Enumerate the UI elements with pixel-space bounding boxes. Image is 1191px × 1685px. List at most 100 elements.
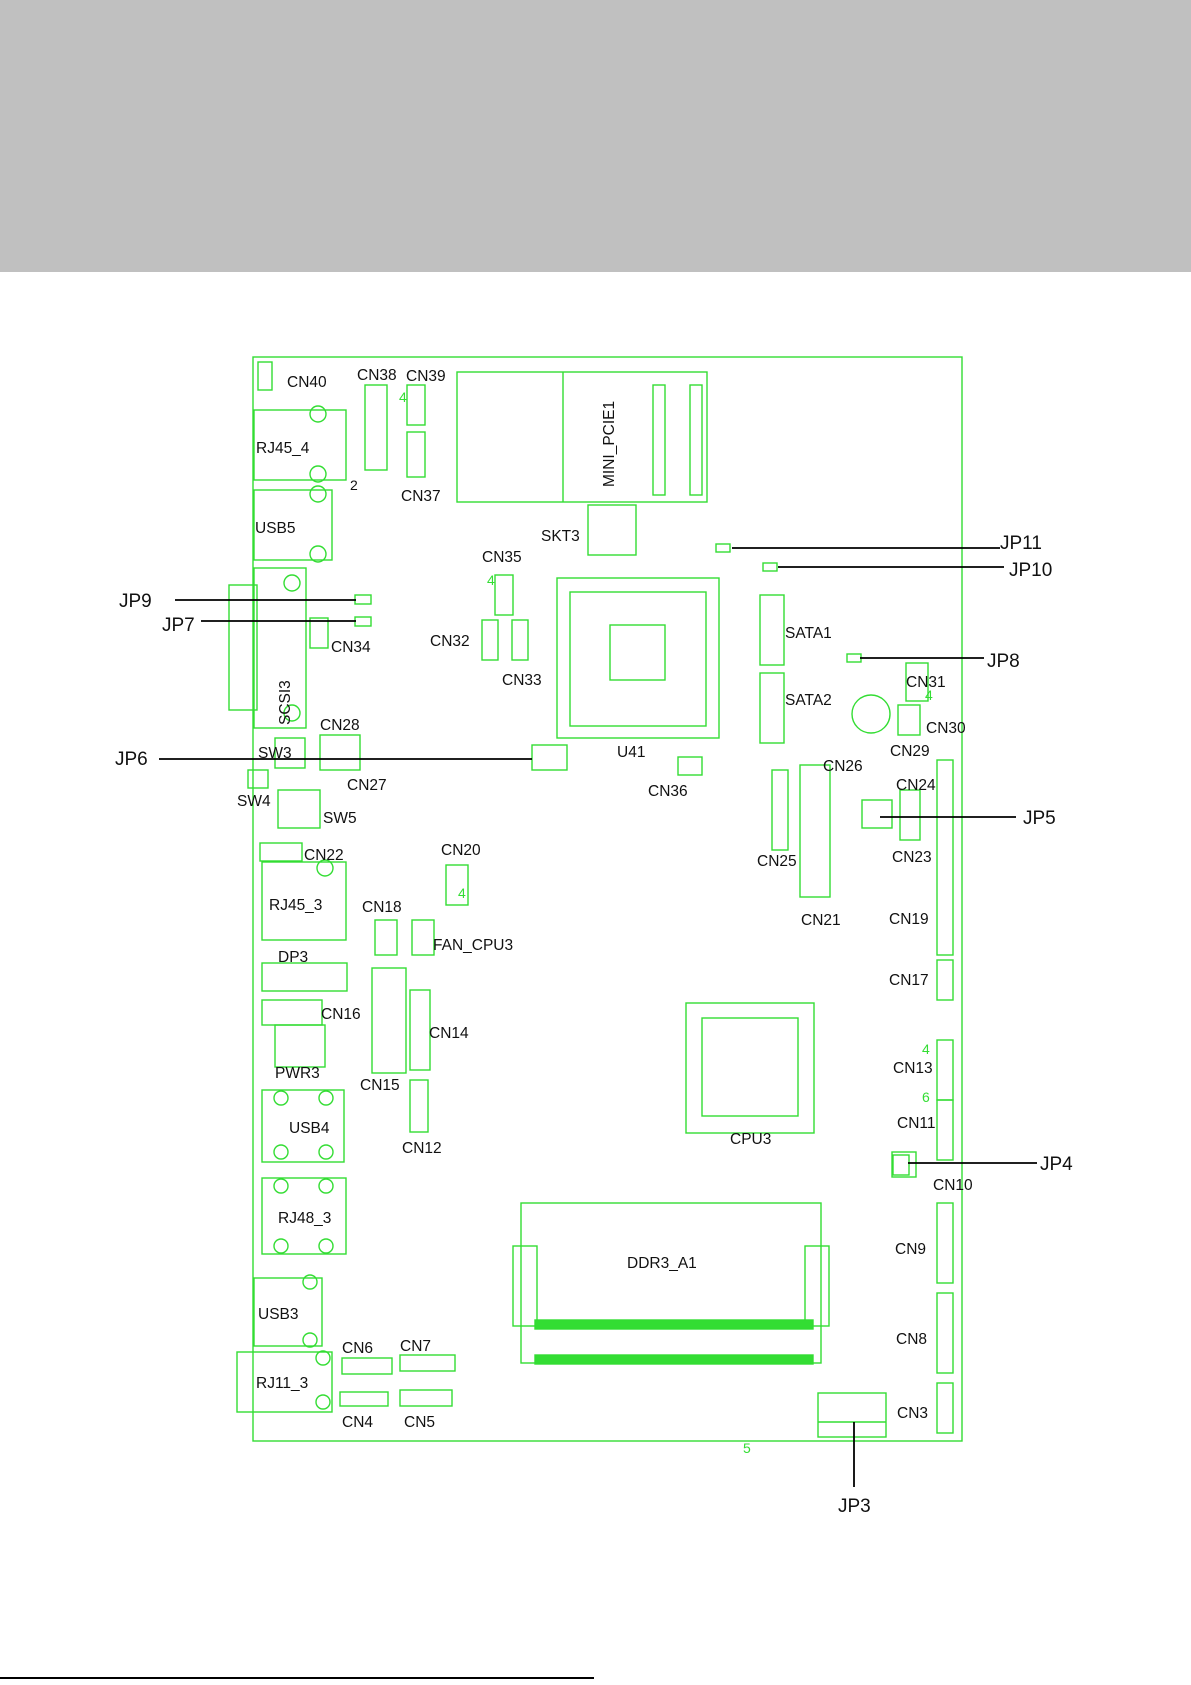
cn14-connector [409, 989, 431, 1071]
cn39-connector [406, 384, 426, 426]
ddr3-a1-contacts [534, 1354, 814, 1365]
fan-cpu3-label: FAN_CPU3 [433, 937, 513, 954]
cpu3-die [701, 1017, 799, 1117]
cn30-label: CN30 [926, 720, 966, 737]
cn27-label: CN27 [347, 777, 387, 794]
rj45-4-pin-mark: 2 [350, 477, 358, 493]
cn18-label: CN18 [362, 899, 402, 916]
usb4-hole [318, 1090, 334, 1106]
rj45-3-label: RJ45_3 [269, 897, 322, 914]
cn19-connector [936, 759, 954, 956]
cn9-connector [936, 1202, 954, 1284]
jp7-label: JP7 [162, 615, 195, 636]
rj48-3-hole [318, 1178, 334, 1194]
jp8-pins [846, 653, 862, 663]
cn12-label: CN12 [402, 1140, 442, 1157]
cn38-label: CN38 [357, 367, 397, 384]
cn31-pin-mark: 4 [925, 687, 933, 703]
cn4-label: CN4 [342, 1414, 373, 1431]
cn19-label: CN19 [889, 911, 929, 928]
cn5-connector [399, 1389, 453, 1407]
usb5-label: USB5 [255, 520, 296, 537]
board-mark: 5 [743, 1440, 751, 1456]
rj45-3-hole [316, 859, 334, 877]
rj45-4-hole [309, 465, 327, 483]
mini-pcie1-pins [652, 384, 666, 496]
cn33-label: CN33 [502, 672, 542, 689]
jp4-pins [892, 1154, 910, 1176]
jp6-label: JP6 [115, 749, 148, 770]
usb3-hole [302, 1332, 318, 1348]
u41-socket-inner [569, 591, 707, 727]
skt3-socket [587, 504, 637, 556]
cn16-label: CN16 [321, 1006, 361, 1023]
rj48-3-hole [273, 1238, 289, 1254]
jp5-pins [861, 799, 893, 829]
cn32-connector [481, 619, 499, 661]
skt3-label: SKT3 [541, 528, 580, 545]
cn39-pin-mark: 4 [399, 389, 407, 405]
cn22-label: CN22 [304, 847, 344, 864]
jp10-label: JP10 [1009, 560, 1052, 581]
cn4-connector [339, 1391, 389, 1407]
cn22-connector [259, 842, 303, 862]
sw3-switch [274, 737, 306, 769]
cn15-label: CN15 [360, 1077, 400, 1094]
dp3-port [261, 962, 348, 992]
cn28-connector [319, 734, 361, 771]
mini-pcie1-slot [456, 371, 708, 503]
cn35-connector [494, 574, 514, 616]
cpu3-package [685, 1002, 815, 1134]
mini-pcie1-pins [689, 384, 703, 496]
usb5-hole [309, 485, 327, 503]
dp3-label: DP3 [278, 949, 308, 966]
cn31-label: CN31 [906, 674, 946, 691]
jp9-pins [354, 594, 372, 605]
rj11-3-hole [315, 1394, 331, 1410]
cn18-connector [374, 919, 398, 956]
cn13-connector [936, 1039, 954, 1101]
cn35-label: CN35 [482, 549, 522, 566]
usb4-label: USB4 [289, 1120, 330, 1137]
cn39-label: CN39 [406, 368, 446, 385]
jp7-pins [354, 616, 372, 627]
cn21-label: CN21 [801, 912, 841, 929]
pwr3-connector [274, 1024, 326, 1068]
rj11-3-port [236, 1351, 333, 1413]
cn11-pin-mark: 6 [922, 1089, 930, 1105]
rj48-3-label: RJ48_3 [278, 1210, 331, 1227]
cn9-label: CN9 [895, 1241, 926, 1258]
ddr3-a1-latch [512, 1245, 538, 1327]
usb4-port [261, 1089, 345, 1163]
sw4-switch [247, 769, 269, 789]
jp11-label: JP11 [1000, 533, 1042, 554]
pwr3-label: PWR3 [275, 1065, 320, 1082]
rj48-3-port [261, 1177, 347, 1255]
cn20-label: CN20 [441, 842, 481, 859]
cn24-label: CN24 [896, 777, 936, 794]
cn16-connector [261, 999, 323, 1026]
scsi3-label: SCSI3 [277, 680, 294, 725]
cn28-label: CN28 [320, 717, 360, 734]
cn11-label: CN11 [897, 1115, 935, 1132]
usb4-hole [273, 1090, 289, 1106]
usb4-hole [318, 1144, 334, 1160]
cn40-connector [257, 361, 273, 391]
cn11-connector [936, 1099, 954, 1161]
jp11-pins [715, 543, 731, 553]
cn38-connector [364, 384, 388, 471]
pin-marks: 4 2 4 4 4 4 6 5 [350, 389, 933, 1456]
cn37-connector [406, 431, 426, 478]
u41-socket [556, 577, 720, 739]
sw4-label: SW4 [237, 793, 271, 810]
sata1-label: SATA1 [785, 625, 832, 642]
jp5-label: JP5 [1023, 808, 1056, 829]
cn7-label: CN7 [400, 1338, 431, 1355]
cn13-pin-mark: 4 [922, 1041, 930, 1057]
cn29-connector [897, 704, 921, 736]
usb3-port [253, 1277, 323, 1347]
usb5-hole [309, 545, 327, 563]
cpu3-label: CPU3 [730, 1131, 771, 1148]
rj48-3-hole [318, 1238, 334, 1254]
